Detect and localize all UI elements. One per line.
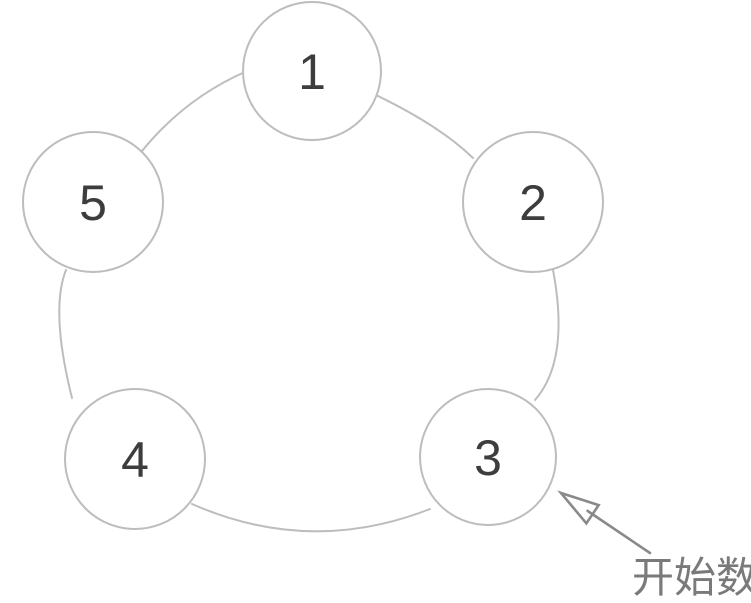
node-5-circle[interactable] bbox=[22, 131, 164, 273]
node-group: 1 2 3 4 5 bbox=[22, 1, 604, 530]
node-5[interactable]: 5 bbox=[22, 131, 164, 273]
edge-4-5 bbox=[58, 269, 73, 399]
node-1-circle[interactable] bbox=[242, 1, 382, 141]
node-3-circle[interactable] bbox=[419, 388, 557, 526]
edge-3-4 bbox=[191, 503, 431, 533]
node-4[interactable]: 4 bbox=[64, 388, 206, 530]
start-pointer-arrow-shaft bbox=[586, 509, 652, 555]
edge-group bbox=[58, 70, 560, 533]
node-2-label: 2 bbox=[519, 175, 547, 231]
node-4-circle[interactable] bbox=[64, 388, 206, 530]
edge-1-2 bbox=[377, 95, 474, 159]
start-pointer-label: 开始数 bbox=[632, 553, 751, 602]
node-3[interactable]: 3 bbox=[419, 388, 557, 526]
node-5-label: 5 bbox=[79, 175, 107, 231]
node-4-label: 4 bbox=[121, 432, 149, 488]
node-2[interactable]: 2 bbox=[462, 131, 604, 273]
edge-5-1 bbox=[141, 70, 248, 152]
start-pointer-annotation: 开始数 bbox=[557, 490, 751, 602]
start-pointer-arrowhead-icon bbox=[557, 490, 601, 526]
node-1-label: 1 bbox=[298, 44, 326, 100]
edge-2-3 bbox=[534, 269, 560, 401]
node-3-label: 3 bbox=[474, 430, 502, 486]
node-2-circle[interactable] bbox=[462, 131, 604, 273]
node-1[interactable]: 1 bbox=[242, 1, 382, 141]
